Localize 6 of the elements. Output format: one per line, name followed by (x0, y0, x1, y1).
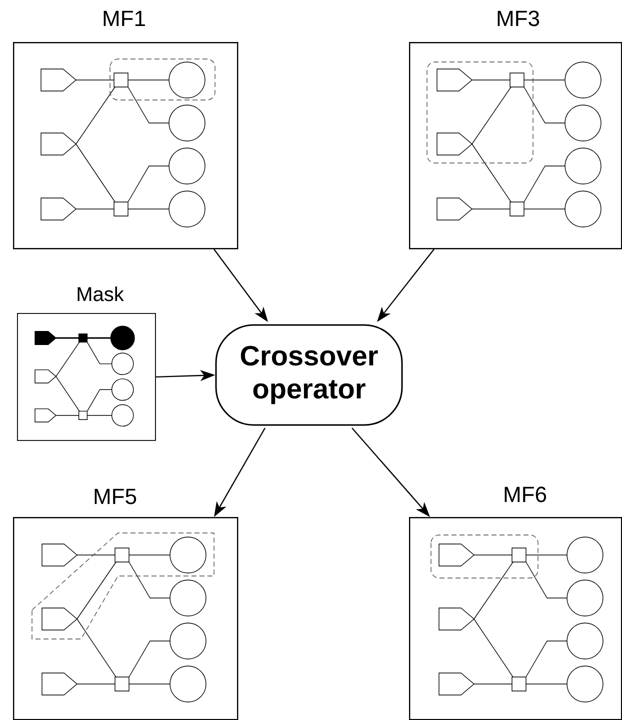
operator-box: Crossover operator (215, 324, 403, 426)
heading: MF3 (498, 10, 540, 26)
heading: MF5 (94, 488, 136, 504)
heading: Mask (78, 286, 124, 302)
heading: MF1 (104, 10, 145, 26)
heading: MF6 (504, 486, 546, 502)
